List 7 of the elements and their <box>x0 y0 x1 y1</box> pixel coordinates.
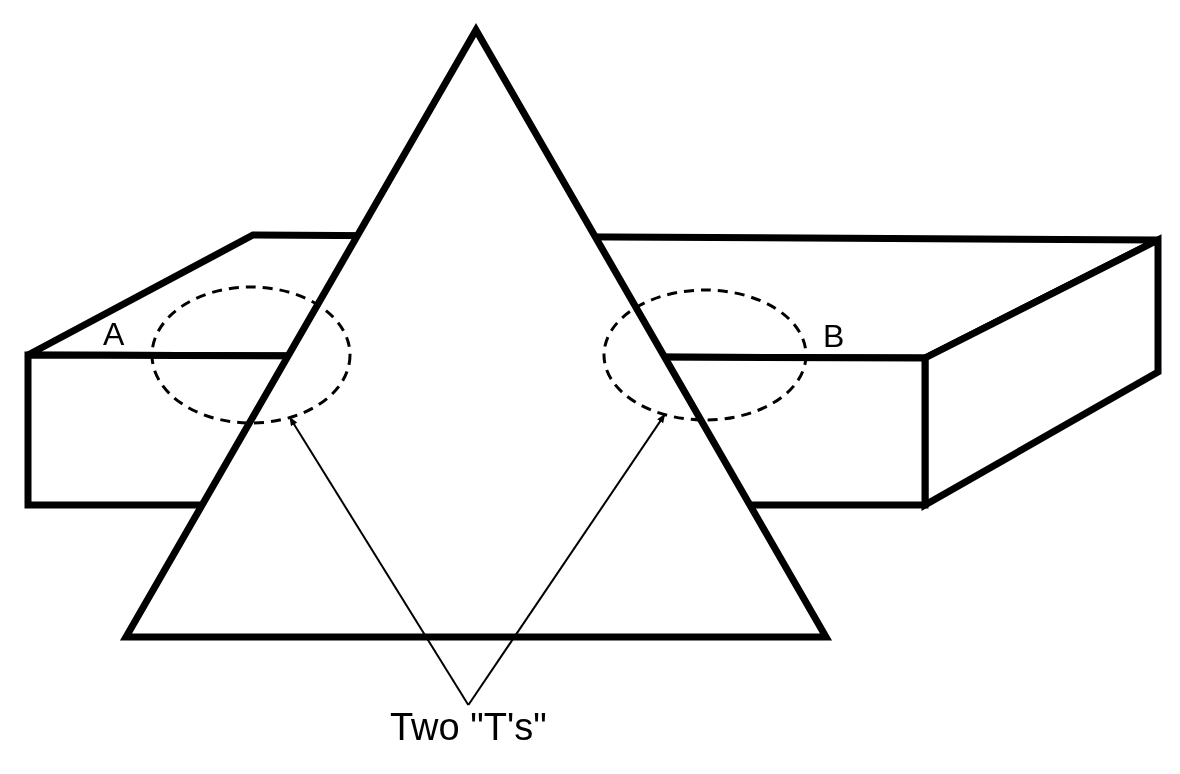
leader-arrow <box>467 413 666 706</box>
dashed-ellipse <box>150 285 352 425</box>
leader-arrow <box>288 416 470 706</box>
point-label: B <box>823 318 845 354</box>
point-label: A <box>103 316 125 352</box>
caption-text: Two "T's" <box>390 705 547 749</box>
dashed-ellipse <box>602 288 808 422</box>
